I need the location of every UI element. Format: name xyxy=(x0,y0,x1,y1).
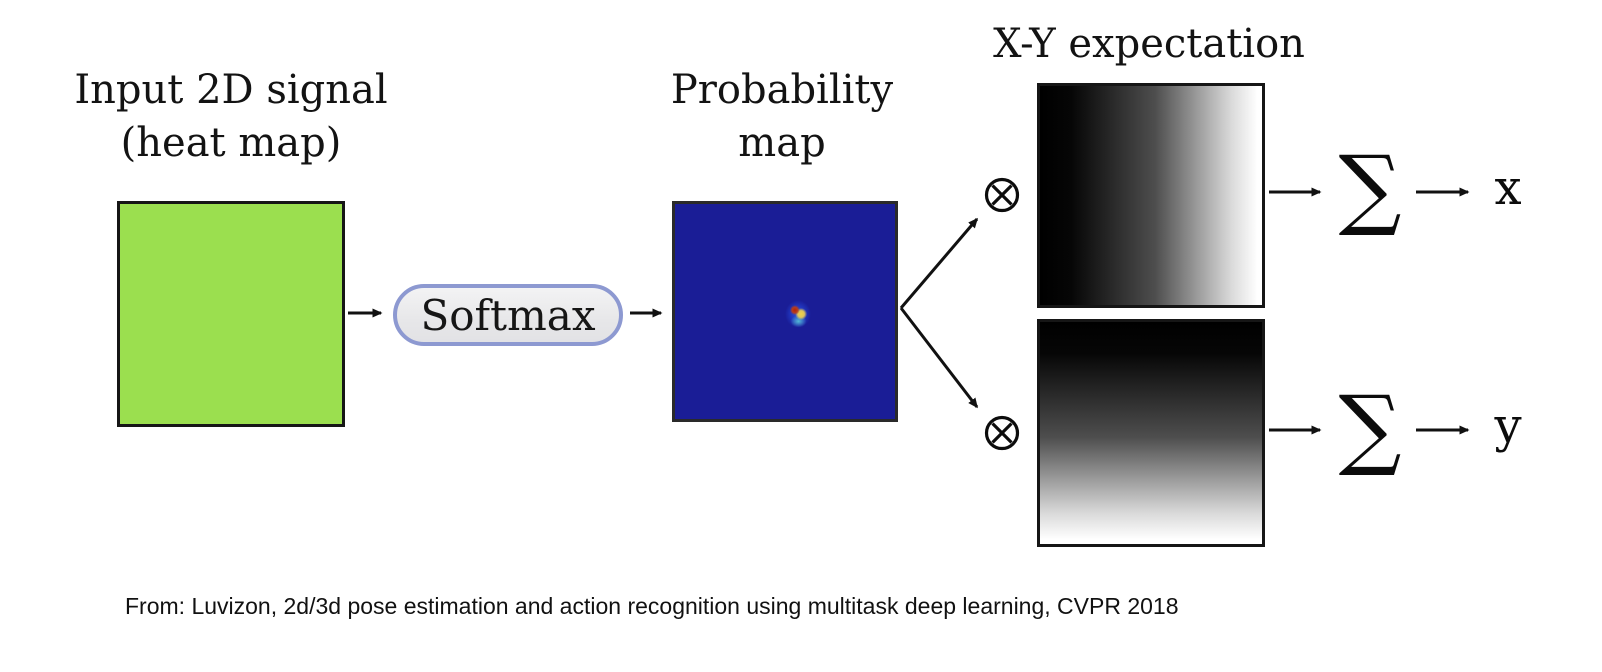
x-ramp-gradient-image xyxy=(1037,83,1265,308)
input-signal-title-line2: (heat map) xyxy=(120,120,342,167)
output-x-label: x xyxy=(1494,160,1522,216)
probability-peak-spot xyxy=(785,300,811,328)
multiply-y-icon xyxy=(983,414,1021,452)
sum-y-symbol: ∑ xyxy=(1338,376,1402,479)
y-ramp-gradient-image xyxy=(1037,319,1265,547)
multiply-x-icon xyxy=(983,176,1021,214)
probability-map-title: Probability map xyxy=(632,64,932,170)
output-y-label: y xyxy=(1494,398,1522,454)
arrow-probmap-to-multiply-x xyxy=(899,217,979,309)
input-signal-title-line1: Input 2D signal xyxy=(74,67,388,113)
xy-expectation-title: X-Y expectation xyxy=(993,21,1305,67)
sum-x-symbol: ∑ xyxy=(1338,136,1402,239)
softmax-node: Softmax xyxy=(393,284,623,346)
input-heatmap-image xyxy=(117,201,345,427)
probability-map-title-line1: Probability xyxy=(670,67,894,113)
input-signal-title: Input 2D signal (heat map) xyxy=(46,64,416,170)
probability-map-image xyxy=(672,201,898,422)
source-caption: From: Luvizon, 2d/3d pose estimation and… xyxy=(125,593,1179,619)
arrow-probmap-to-multiply-y xyxy=(899,307,979,409)
probability-map-title-line2: map xyxy=(738,120,826,167)
